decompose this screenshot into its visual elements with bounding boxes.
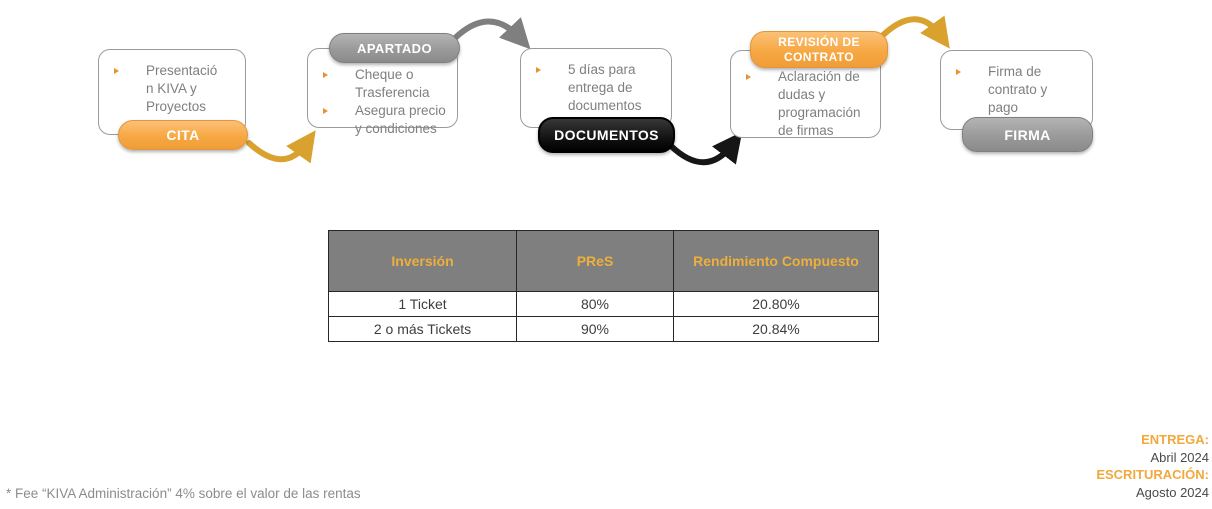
cell-pres: 80% [516,291,674,317]
list-item: Aclaración de dudas y programación de fi… [744,68,874,140]
stage-box-documentos: 5 días para entrega de documentos [520,48,672,128]
column-header-rendimiento: Rendimiento Compuesto [673,230,879,292]
table-header-row: Inversión PReS Rendimiento Compuesto [328,230,879,292]
schedule-value-escrituracion: Agosto 2024 [1135,484,1209,500]
arrow-revision-to-firma-icon [879,15,950,49]
cell-rendimiento: 20.84% [673,316,879,342]
table-row: 1 Ticket 80% 20.80% [328,291,879,317]
cell-rendimiento: 20.80% [673,291,879,317]
schedule-label-entrega: ENTREGA: [1141,432,1209,447]
stage-pill-firma: FIRMA [962,117,1093,152]
stage-bullet-text: 5 días para entrega de documentos [568,62,642,113]
list-item: Cheque o Trasferencia [321,66,451,102]
column-header-inversion: Inversión [328,230,517,292]
list-item: Presentació n KIVA y Proyectos [112,62,239,116]
cell-inversion: 1 Ticket [328,291,517,317]
stage-bullet-text: Presentació n KIVA y Proyectos [146,63,218,114]
stage-box-cita: Presentació n KIVA y Proyectos [98,49,246,135]
stage-bullet-text: Cheque o Trasferencia [355,67,430,100]
bullet-triangle-icon [323,108,328,114]
arrow-cita-to-apartado-icon [246,130,316,164]
cell-inversion: 2 o más Tickets [328,316,517,342]
arrow-documentos-to-revision-icon [668,131,743,166]
returns-table: Inversión PReS Rendimiento Compuesto 1 T… [328,230,879,342]
column-header-pres: PReS [516,230,674,292]
list-item: Firma de contrato y pago [954,63,1086,117]
schedule-value-entrega: Abril 2024 [1150,449,1209,465]
stage-bullet-text: Firma de contrato y pago [988,64,1048,115]
bullet-triangle-icon [746,74,751,80]
bullet-triangle-icon [114,68,119,74]
bullet-triangle-icon [956,69,961,75]
cell-pres: 90% [516,316,674,342]
table-row: 2 o más Tickets 90% 20.84% [328,316,879,342]
stage-pill-apartado: APARTADO [329,33,460,63]
stage-pill-revision-de-contrato: REVISIÓN DE CONTRATO [750,31,888,68]
stage-pill-cita: CITA [118,120,248,150]
bullet-triangle-icon [536,67,541,73]
schedule-block: ENTREGA: Abril 2024 ESCRITURACIÓN: Agost… [1096,431,1209,501]
list-item: 5 días para entrega de documentos [534,61,665,115]
fee-footnote: * Fee “KIVA Administración” 4% sobre el … [6,486,361,501]
list-item: Asegura precio y condiciones [321,102,451,138]
arrow-apartado-to-documentos-icon [451,17,531,50]
stage-pill-documentos: DOCUMENTOS [538,117,675,153]
bullet-triangle-icon [323,72,328,78]
schedule-label-escrituracion: ESCRITURACIÓN: [1096,467,1209,482]
stage-bullet-text: Aclaración de dudas y programación de fi… [778,69,861,138]
stage-bullet-text: Asegura precio y condiciones [355,103,446,136]
stage-box-firma: Firma de contrato y pago [940,50,1093,130]
